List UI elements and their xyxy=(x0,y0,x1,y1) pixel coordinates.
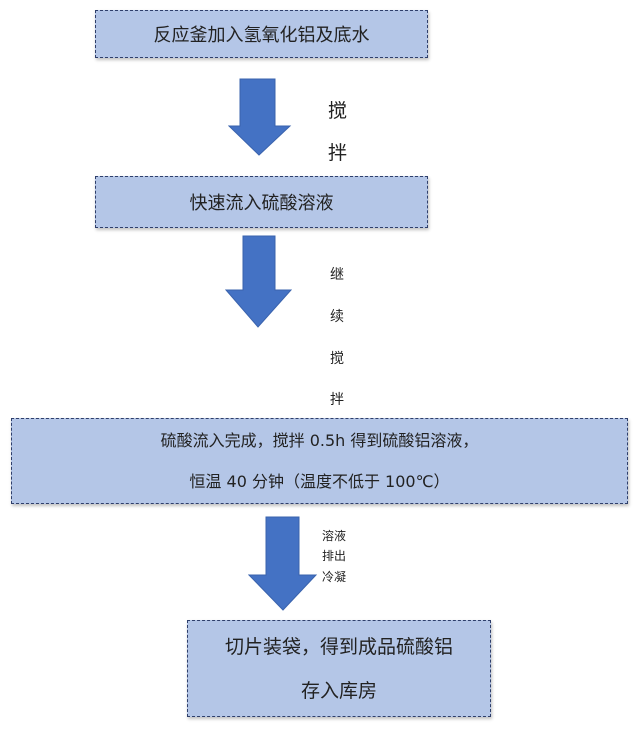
step-3-text-line-2: 恒温 40 分钟（温度不低于 100℃） xyxy=(189,472,450,491)
arrow-2-label-3: 搅 xyxy=(330,351,344,367)
arrow-3-label-3: 冷凝 xyxy=(322,570,347,584)
step-1-box: 反应釜加入氢氧化铝及底水 xyxy=(95,10,428,58)
arrow-1-label-1: 搅 xyxy=(328,100,348,122)
step-4-text-line-1: 切片装袋，得到成品硫酸铝 xyxy=(224,635,453,658)
down-arrow-3 xyxy=(248,516,318,611)
down-arrow-1 xyxy=(228,78,292,156)
step-1-text: 反应釜加入氢氧化铝及底水 xyxy=(153,25,370,46)
arrow-1-label-2: 拌 xyxy=(328,142,348,164)
step-3-text-line-1: 硫酸流入完成，搅拌 0.5h 得到硫酸铝溶液， xyxy=(160,431,479,450)
arrow-2-label-2: 续 xyxy=(330,309,344,325)
down-arrow-2 xyxy=(225,235,293,328)
arrow-2-label-4: 拌 xyxy=(330,392,344,408)
arrow-3-label-1: 溶液 xyxy=(322,529,347,543)
step-2-box: 快速流入硫酸溶液 xyxy=(95,176,428,228)
step-4-text-line-2: 存入库房 xyxy=(300,679,377,702)
arrow-3-label-2: 排出 xyxy=(322,549,347,563)
arrow-2-label-1: 继 xyxy=(330,267,344,283)
step-2-text: 快速流入硫酸溶液 xyxy=(189,193,334,214)
step-4-box: 切片装袋，得到成品硫酸铝 存入库房 xyxy=(187,620,491,717)
step-3-box: 硫酸流入完成，搅拌 0.5h 得到硫酸铝溶液， 恒温 40 分钟（温度不低于 1… xyxy=(11,418,628,504)
